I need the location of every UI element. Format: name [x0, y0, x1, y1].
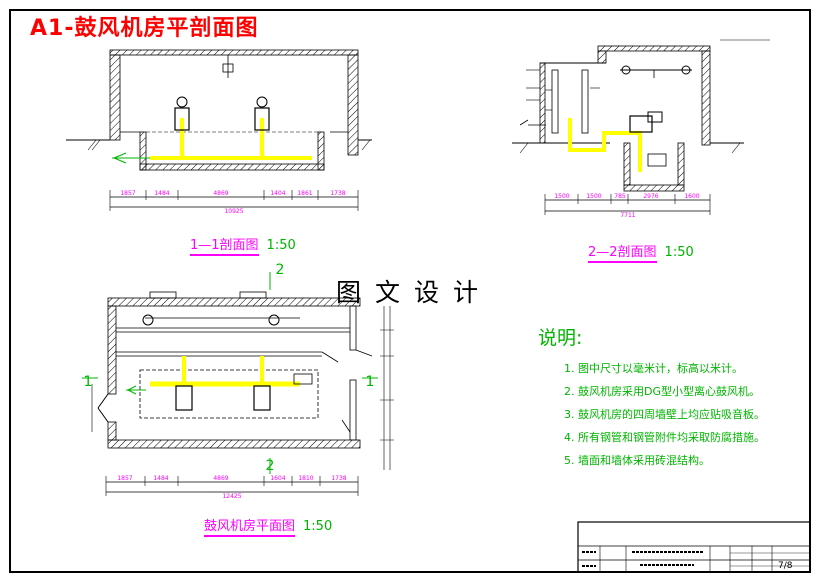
section-1-1-drawing	[66, 49, 372, 171]
note-item: 3. 鼓风机房的四周墙壁上均应贴吸音板。	[564, 408, 765, 421]
title-block	[577, 521, 811, 573]
dimension-chain-1-1: 1857 1484 4869 1404 1861 1738 10925	[109, 190, 359, 215]
dimension-label: 1600	[684, 193, 699, 200]
section-2-2-scale: 1:50	[664, 245, 694, 260]
sheet-border	[9, 9, 811, 573]
section-1-1-scale: 1:50	[266, 238, 296, 253]
dimension-label: 1604	[270, 475, 285, 482]
notes-heading: 说明:	[538, 327, 583, 349]
dimension-label: 4869	[213, 475, 228, 482]
sheet-number: 7/8	[778, 561, 793, 571]
dimension-label: 1484	[153, 475, 168, 482]
dimension-total: 7711	[620, 212, 635, 219]
plan-title-text: 鼓风机房平面图	[204, 519, 296, 537]
section-1-1-title: 1—1剖面图 1:50	[190, 234, 296, 256]
dimension-label: 1857	[117, 475, 132, 482]
section-mark-2-bottom: 2	[266, 458, 275, 474]
dimension-total: 12425	[222, 493, 241, 500]
section-1-1-title-text: 1—1剖面图	[190, 238, 259, 256]
section-2-2-drawing	[512, 39, 770, 192]
dimension-chain-plan: 1857 1484 4869 1604 1810 1738 12425	[105, 475, 359, 500]
dimension-label: 1404	[270, 190, 285, 197]
dimension-label: 1857	[120, 190, 135, 197]
section-2-2-title: 2—2剖面图 1:50	[588, 241, 694, 263]
dimension-chain-2-2: 1500 1500 785 2976 1600 7711	[544, 193, 711, 219]
note-item: 4. 所有钢管和钢管附件均采取防腐措施。	[564, 431, 765, 444]
dimension-label: 1861	[297, 190, 312, 197]
plan-scale: 1:50	[303, 519, 333, 534]
dimension-label: 2976	[643, 193, 658, 200]
dimension-label: 1500	[586, 193, 601, 200]
drawing-title: A1-鼓风机房平剖面图	[30, 16, 259, 41]
dimension-label: 1810	[298, 475, 313, 482]
plan-title: 鼓风机房平面图 1:50	[204, 515, 333, 537]
dimension-label: 1738	[330, 190, 345, 197]
dimension-label: 1500	[554, 193, 569, 200]
dimension-label: 1738	[331, 475, 346, 482]
dimension-label: 4869	[213, 190, 228, 197]
section-mark-1-right: 1	[366, 374, 375, 390]
section-mark-2-top: 2	[276, 262, 285, 278]
note-item: 2. 鼓风机房采用DG型小型离心鼓风机。	[564, 385, 760, 398]
note-item: 1. 图中尺寸以毫米计，标高以米计。	[564, 362, 743, 375]
section-mark-1-left: 1	[84, 374, 93, 390]
dimension-total: 10925	[224, 208, 243, 215]
plan-drawing: 1 1 2 2	[82, 262, 394, 474]
design-notes: 说明: 1. 图中尺寸以毫米计，标高以米计。 2. 鼓风机房采用DG型小型离心鼓…	[538, 323, 765, 475]
design-stamp-text: 图文设计	[336, 278, 493, 307]
section-2-2-title-text: 2—2剖面图	[588, 245, 657, 263]
note-item: 5. 墙面和墙体采用砖混结构。	[564, 454, 710, 467]
dimension-label: 785	[614, 193, 626, 200]
dimension-label: 1484	[154, 190, 169, 197]
